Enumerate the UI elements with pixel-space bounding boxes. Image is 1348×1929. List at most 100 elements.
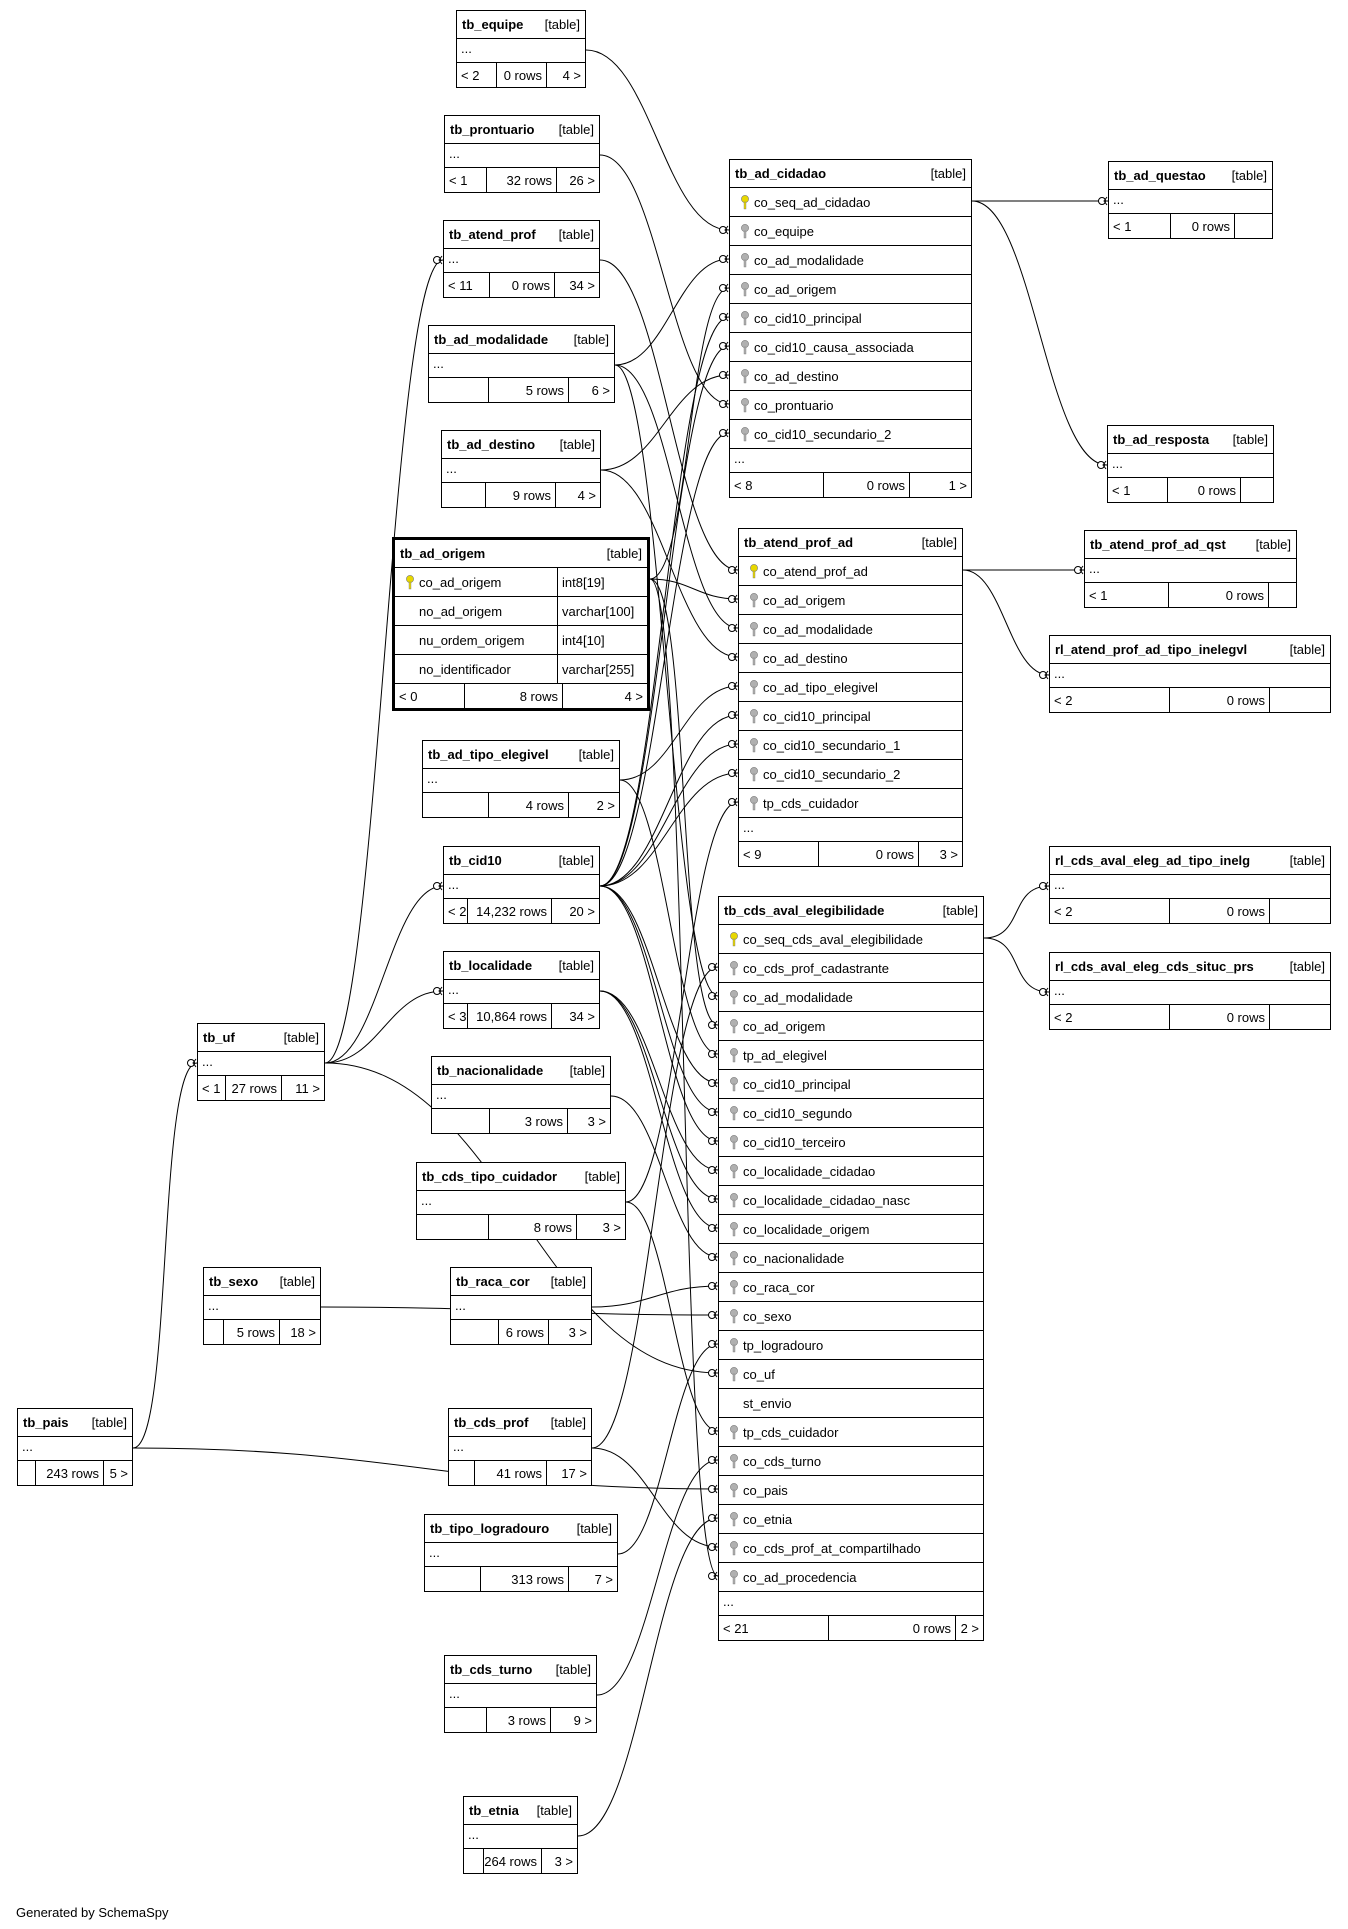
table-header[interactable]: tb_equipe [table] [457,11,585,39]
table-tb-cds-turno[interactable]: tb_cds_turno [table]... 3 rows 9 > [444,1655,597,1733]
table-header[interactable]: tb_nacionalidade [table] [432,1057,610,1085]
parents-count[interactable]: < 3 [444,1004,468,1028]
children-count[interactable]: 34 > [569,1008,595,1024]
column-row[interactable]: co_cid10_principal [719,1070,983,1099]
parents-count[interactable]: < 9 [739,842,819,866]
table-tb-raca-cor[interactable]: tb_raca_cor [table]... 6 rows 3 > [450,1267,592,1345]
table-rl-cds-aval-eleg-ad-tipo-inelg[interactable]: rl_cds_aval_eleg_ad_tipo_inelg [table]..… [1049,846,1331,924]
parents-count[interactable]: < 1 [445,168,487,192]
column-row[interactable]: co_equipe [730,217,971,246]
column-row[interactable]: co_ad_destino [739,644,962,673]
children-count[interactable] [1235,214,1272,238]
parents-count[interactable]: < 1 [198,1076,226,1100]
table-header[interactable]: rl_cds_aval_eleg_ad_tipo_inelg [table] [1050,847,1330,875]
parents-count[interactable]: < 0 [395,684,465,708]
table-tb-sexo[interactable]: tb_sexo [table]... 5 rows 18 > [203,1267,321,1345]
table-header[interactable]: tb_pais [table] [18,1409,132,1437]
children-count[interactable]: 26 > [569,172,595,188]
table-tb-cid10[interactable]: tb_cid10 [table]... < 2 14,232 rows 20 > [443,846,600,924]
table-header[interactable]: tb_ad_tipo_elegivel [table] [423,741,619,769]
table-tb-localidade[interactable]: tb_localidade [table]... < 3 10,864 rows… [443,951,600,1029]
table-tb-atend-prof[interactable]: tb_atend_prof [table]... < 11 0 rows 34 … [443,220,600,298]
parents-count[interactable] [432,1109,490,1133]
column-row[interactable]: co_cds_prof_at_compartilhado [719,1534,983,1563]
children-count[interactable]: 3 > [587,1113,606,1129]
table-header[interactable]: tb_uf [table] [198,1024,324,1052]
table-tb-ad-resposta[interactable]: tb_ad_resposta [table]... < 1 0 rows [1107,425,1274,503]
column-row[interactable]: co_cid10_causa_associada [730,333,971,362]
column-row[interactable]: co_cds_turno [719,1447,983,1476]
column-row[interactable]: co_cds_prof_cadastrante [719,954,983,983]
table-tb-equipe[interactable]: tb_equipe [table]... < 2 0 rows 4 > [456,10,586,88]
children-count[interactable] [1270,899,1330,923]
table-header[interactable]: tb_ad_modalidade [table] [429,326,614,354]
parents-count[interactable]: < 1 [1108,478,1168,502]
table-tb-ad-questao[interactable]: tb_ad_questao [table]... < 1 0 rows [1108,161,1273,239]
parents-count[interactable] [429,378,489,402]
column-row[interactable]: co_ad_modalidade [739,615,962,644]
table-header[interactable]: tb_sexo [table] [204,1268,320,1296]
table-header[interactable]: tb_atend_prof [table] [444,221,599,249]
parents-count[interactable] [451,1320,499,1344]
children-count[interactable]: 7 > [594,1571,613,1587]
table-header[interactable]: tb_atend_prof_ad_qst [table] [1085,531,1296,559]
column-row[interactable]: co_pais [719,1476,983,1505]
children-count[interactable]: 3 > [568,1324,587,1340]
table-tb-ad-cidadao[interactable]: tb_ad_cidadao [table] co_seq_ad_cidadao … [729,159,972,498]
table-rl-atend-prof-ad-tipo-inelegvl[interactable]: rl_atend_prof_ad_tipo_inelegvl [table]..… [1049,635,1331,713]
table-header[interactable]: rl_cds_aval_eleg_cds_situc_prs [table] [1050,953,1330,981]
parents-count[interactable] [445,1708,487,1732]
table-tb-tipo-logradouro[interactable]: tb_tipo_logradouro [table]... 313 rows 7… [424,1514,618,1592]
parents-count[interactable] [425,1567,481,1591]
table-header[interactable]: tb_tipo_logradouro [table] [425,1515,617,1543]
parents-count[interactable] [417,1215,489,1239]
parents-count[interactable]: < 1 [1085,583,1169,607]
table-header[interactable]: tb_etnia [table] [464,1797,577,1825]
children-count[interactable] [1270,1005,1330,1029]
table-header[interactable]: tb_cds_aval_elegibilidade [table] [719,897,983,925]
column-row[interactable]: co_ad_destino [730,362,971,391]
children-count[interactable]: 2 > [960,1620,979,1636]
column-row[interactable]: co_cid10_segundo [719,1099,983,1128]
parents-count[interactable] [423,793,489,817]
table-header[interactable]: tb_localidade [table] [444,952,599,980]
table-rl-cds-aval-eleg-cds-situc-prs[interactable]: rl_cds_aval_eleg_cds_situc_prs [table]..… [1049,952,1331,1030]
children-count[interactable] [1241,478,1273,502]
parents-count[interactable]: < 2 [1050,1005,1170,1029]
column-row[interactable]: nu_ordem_origem int4[10] [395,626,647,655]
parents-count[interactable]: < 2 [1050,688,1170,712]
table-tb-cds-prof[interactable]: tb_cds_prof [table]... 41 rows 17 > [448,1408,592,1486]
children-count[interactable]: 4 > [562,67,581,83]
column-row[interactable]: tp_ad_elegivel [719,1041,983,1070]
table-header[interactable]: tb_cds_prof [table] [449,1409,591,1437]
column-row[interactable]: co_cid10_secundario_2 [739,760,962,789]
children-count[interactable]: 4 > [577,487,596,503]
column-row[interactable]: co_ad_origem [719,1012,983,1041]
column-row[interactable]: st_envio [719,1389,983,1418]
table-tb-cds-tipo-cuidador[interactable]: tb_cds_tipo_cuidador [table]... 8 rows 3… [416,1162,626,1240]
parents-count[interactable]: < 2 [1050,899,1170,923]
parents-count[interactable]: < 1 [1109,214,1171,238]
column-row[interactable]: co_uf [719,1360,983,1389]
parents-count[interactable]: < 21 [719,1616,829,1640]
children-count[interactable]: 9 > [573,1712,592,1728]
table-header[interactable]: tb_cds_tipo_cuidador [table] [417,1163,625,1191]
parents-count[interactable] [449,1461,475,1485]
table-header[interactable]: tb_raca_cor [table] [451,1268,591,1296]
table-tb-ad-destino[interactable]: tb_ad_destino [table]... 9 rows 4 > [441,430,601,508]
table-header[interactable]: tb_ad_origem [table] [395,540,647,568]
children-count[interactable]: 3 > [939,846,958,862]
parents-count[interactable]: < 8 [730,473,824,497]
table-tb-uf[interactable]: tb_uf [table]... < 1 27 rows 11 > [197,1023,325,1101]
table-tb-atend-prof-ad-qst[interactable]: tb_atend_prof_ad_qst [table]... < 1 0 ro… [1084,530,1297,608]
table-tb-cds-aval-elegibilidade[interactable]: tb_cds_aval_elegibilidade [table] co_seq… [718,896,984,1641]
column-row[interactable]: co_atend_prof_ad [739,557,962,586]
table-tb-ad-origem[interactable]: tb_ad_origem [table] co_ad_origem int8[1… [392,537,650,711]
column-row[interactable]: co_cid10_principal [730,304,971,333]
children-count[interactable]: 1 > [948,477,967,493]
parents-count[interactable]: < 2 [457,63,497,87]
column-row[interactable]: co_ad_origem int8[19] [395,568,647,597]
column-row[interactable]: co_localidade_origem [719,1215,983,1244]
table-tb-atend-prof-ad[interactable]: tb_atend_prof_ad [table] co_atend_prof_a… [738,528,963,867]
children-count[interactable]: 17 > [561,1465,587,1481]
